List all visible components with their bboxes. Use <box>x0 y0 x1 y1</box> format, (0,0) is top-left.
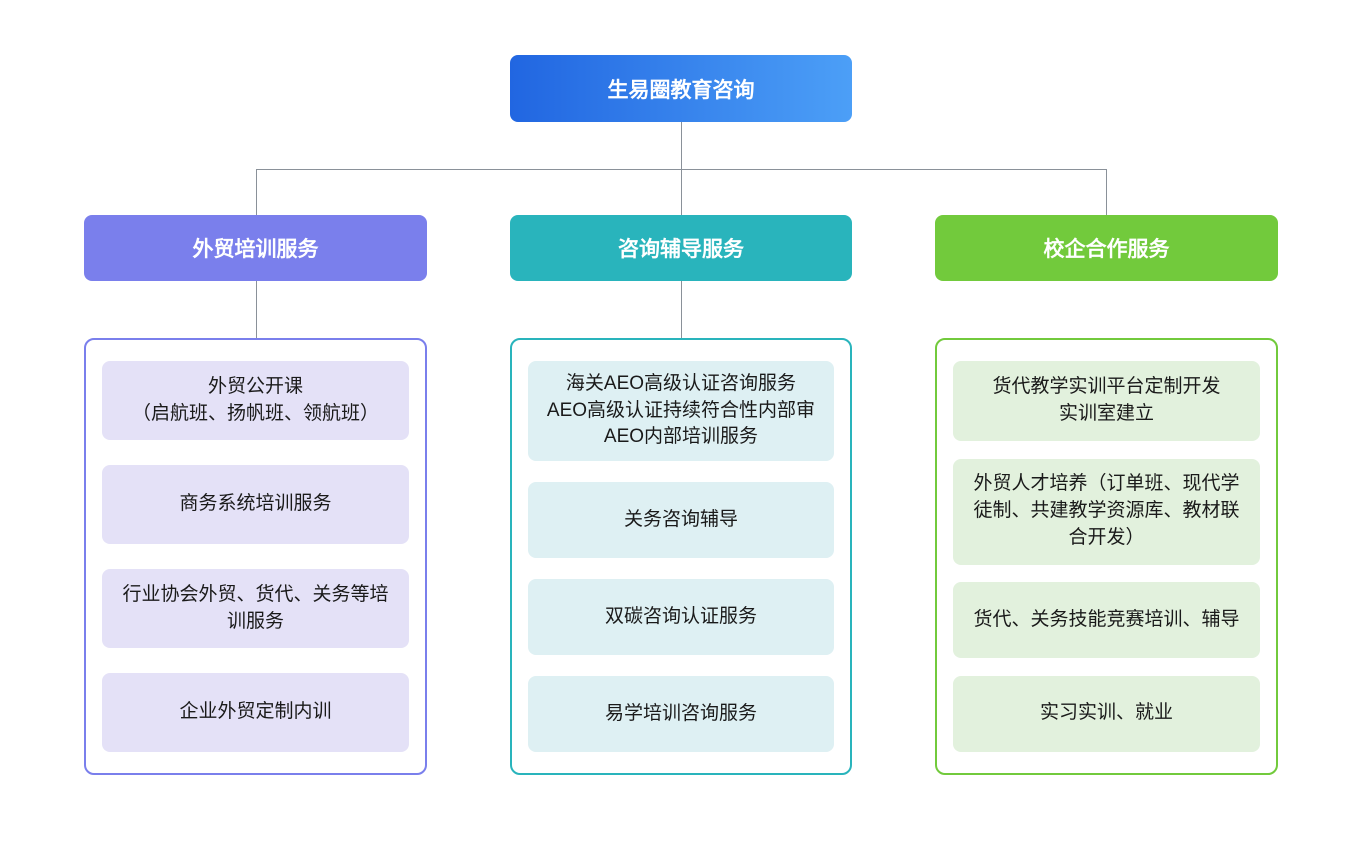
branch-header-label: 咨询辅导服务 <box>618 238 744 261</box>
connector-drop-branch-3 <box>1106 169 1108 215</box>
branch-header-consulting-coaching: 咨询辅导服务 <box>510 215 852 281</box>
branch-header-label: 校企合作服务 <box>1043 238 1170 261</box>
root-node-label: 生易圈教育咨询 <box>607 78 755 102</box>
connector-root-drop <box>681 122 683 169</box>
connector-drop-branch-2 <box>681 169 683 215</box>
branch-container-school-enterprise: 货代教学实训平台定制开发 实训室建立 外贸人才培养（订单班、现代学徒制、共建教学… <box>935 338 1278 775</box>
root-node: 生易圈教育咨询 <box>510 55 852 122</box>
service-item: 易学培训咨询服务 <box>528 676 834 752</box>
service-item: 商务系统培训服务 <box>102 465 409 544</box>
service-item: 外贸公开课 （启航班、扬帆班、领航班） <box>102 361 409 440</box>
branch-header-foreign-trade-training: 外贸培训服务 <box>84 215 427 281</box>
service-item: 海关AEO高级认证咨询服务 AEO高级认证持续符合性内部审 AEO内部培训服务 <box>528 361 834 461</box>
service-item: 双碳咨询认证服务 <box>528 579 834 655</box>
connector-drop-branch-1 <box>256 169 258 215</box>
connector-branch-2-container <box>681 281 683 338</box>
service-item: 行业协会外贸、货代、关务等培训服务 <box>102 569 409 648</box>
branch-container-consulting-coaching: 海关AEO高级认证咨询服务 AEO高级认证持续符合性内部审 AEO内部培训服务 … <box>510 338 852 775</box>
branch-header-school-enterprise: 校企合作服务 <box>935 215 1278 281</box>
branch-header-label: 外贸培训服务 <box>192 238 319 261</box>
service-item: 外贸人才培养（订单班、现代学徒制、共建教学资源库、教材联合开发） <box>953 458 1260 565</box>
branch-container-foreign-trade-training: 外贸公开课 （启航班、扬帆班、领航班） 商务系统培训服务 行业协会外贸、货代、关… <box>84 338 427 775</box>
service-item: 关务咨询辅导 <box>528 482 834 558</box>
connector-branch-1-container <box>256 281 258 338</box>
service-item: 企业外贸定制内训 <box>102 673 409 752</box>
service-item: 货代教学实训平台定制开发 实训室建立 <box>953 361 1260 441</box>
service-item: 货代、关务技能竞赛培训、辅导 <box>953 582 1260 659</box>
service-item: 实习实训、就业 <box>953 675 1260 752</box>
